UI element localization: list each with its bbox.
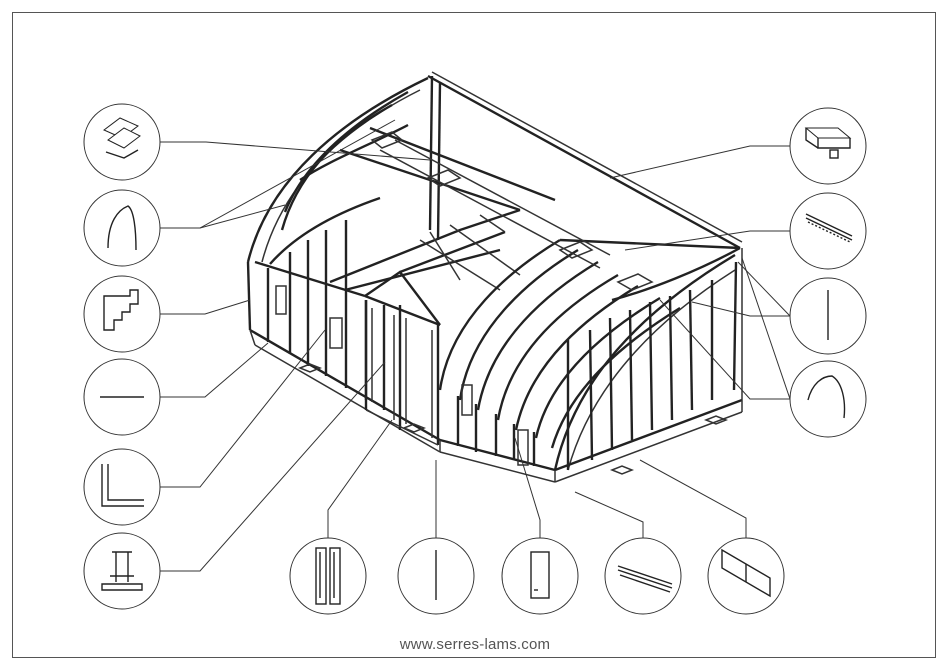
callout-vertical-post <box>398 538 474 614</box>
callout-window-frame <box>502 538 578 614</box>
greenhouse-structure <box>248 72 742 482</box>
website-url[interactable]: www.serres-lams.com <box>0 636 950 653</box>
callout-ridge-connector <box>790 108 866 184</box>
callout-roof-vent <box>84 104 160 180</box>
callout-ridge-beam <box>790 193 866 269</box>
callout-t-profile <box>84 533 160 609</box>
callout-curved-rafter-right <box>790 361 866 437</box>
callout-base-rail <box>605 538 681 614</box>
callout-angle-bracket <box>84 449 160 525</box>
callout-double-door <box>290 538 366 614</box>
callout-curved-rafter-left <box>84 190 160 266</box>
callout-corner-profile <box>84 276 160 352</box>
callout-straight-bar <box>84 359 160 435</box>
callout-upright <box>790 278 866 354</box>
callout-base-panel <box>708 538 784 614</box>
leader-lines <box>160 120 790 571</box>
